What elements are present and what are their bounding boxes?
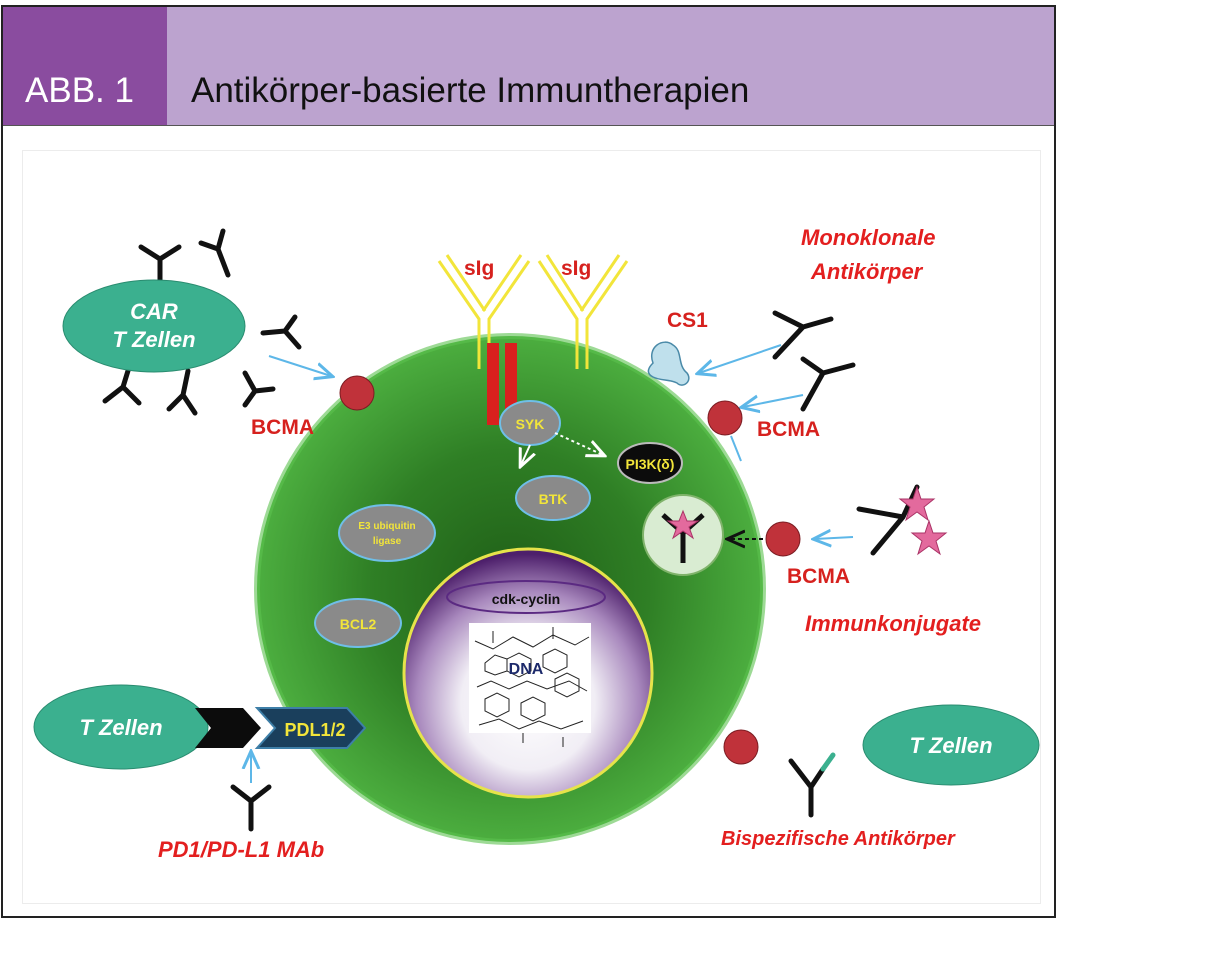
diagram-canvas: cdk-cyclin DNA bbox=[33, 225, 1040, 862]
btk-label: BTK bbox=[539, 491, 568, 507]
bcma-label-right-top: BCMA bbox=[757, 418, 820, 441]
bcma-top-arrow bbox=[743, 394, 804, 407]
e3-label-line1: E3 ubiquitin bbox=[358, 521, 415, 532]
car-t-arrow bbox=[268, 355, 331, 376]
t-cell-left-label: T Zellen bbox=[79, 715, 162, 740]
diagram-panel: cdk-cyclin DNA bbox=[23, 151, 1040, 903]
t-cell-right bbox=[862, 704, 1040, 786]
bcma-label-right-mid: BCMA bbox=[787, 565, 850, 588]
figure-number: ABB. 1 bbox=[25, 71, 134, 110]
cs1-receptor bbox=[647, 341, 690, 386]
car-t-cell bbox=[62, 279, 246, 373]
bcma-label-left: BCMA bbox=[251, 416, 314, 439]
pd1-mab-antibody bbox=[230, 784, 272, 832]
header-divider bbox=[3, 125, 1054, 126]
figure-number-box: ABB. 1 bbox=[3, 7, 167, 125]
e3-label-line2: ligase bbox=[373, 536, 402, 547]
t-cell-left bbox=[33, 684, 209, 770]
pdl-label: PDL1/2 bbox=[284, 720, 345, 740]
immunoconjugate-arrow bbox=[815, 537, 854, 539]
cd79a-bar bbox=[487, 343, 499, 425]
pi3k-node bbox=[617, 442, 683, 484]
toxin-star-1 bbox=[898, 485, 936, 522]
dna-structure bbox=[469, 623, 591, 747]
syk-label: SYK bbox=[516, 416, 545, 432]
syk-pi3k-arrow bbox=[554, 432, 603, 455]
cs1-label: CS1 bbox=[667, 309, 708, 332]
monoclonal-antibodies bbox=[772, 310, 856, 412]
bcma-receptor-right-top bbox=[707, 400, 743, 436]
pdl-ligand bbox=[254, 707, 367, 749]
car-t-label-line1: CAR bbox=[130, 299, 178, 324]
pi3k-label: PI3K(δ) bbox=[626, 456, 675, 472]
car-t-label-line2: T Zellen bbox=[112, 327, 195, 352]
sig-receptor-right bbox=[537, 254, 629, 369]
figure-title-box: Antikörper-basierte Immuntherapien bbox=[167, 7, 1054, 125]
figure-frame: ABB. 1 Antikörper-basierte Immuntherapie… bbox=[1, 5, 1056, 918]
e3-ligase-node bbox=[338, 504, 436, 562]
monoclonal-label-line1: Monoklonale bbox=[801, 225, 935, 250]
pd1-mab-label: PD1/PD-L1 MAb bbox=[158, 837, 324, 862]
t-cell-right-label: T Zellen bbox=[909, 733, 992, 758]
toxin-star-2 bbox=[910, 519, 948, 556]
pd1-receptor bbox=[195, 708, 261, 748]
sig-receptor-left bbox=[437, 254, 531, 369]
bispecific-antibody bbox=[788, 752, 836, 818]
bcma-receptor-bottom bbox=[723, 729, 759, 765]
dna-label: DNA bbox=[509, 661, 544, 678]
immunoconjugate-antibody bbox=[856, 484, 920, 556]
syk-btk-arrow bbox=[521, 444, 530, 465]
bcl2-label: BCL2 bbox=[340, 616, 377, 632]
cs1-arrow bbox=[699, 344, 782, 373]
monoclonal-label-line2: Antikörper bbox=[810, 259, 924, 284]
cdk-cyclin-label: cdk-cyclin bbox=[492, 591, 560, 607]
bcma-receptor-left bbox=[339, 375, 375, 411]
bcl2-node bbox=[314, 598, 402, 648]
bcma-receptor-right-mid bbox=[765, 521, 801, 557]
figure-title: Antikörper-basierte Immuntherapien bbox=[191, 71, 750, 110]
car-t-antibodies bbox=[102, 228, 302, 416]
immunoconjugate-label: Immunkonjugate bbox=[805, 611, 981, 636]
btk-node bbox=[515, 475, 591, 521]
cdk-cyclin-ring bbox=[446, 580, 606, 614]
sig-label-left: sIg bbox=[464, 257, 494, 280]
sig-label-right: sIg bbox=[561, 257, 591, 280]
bispecific-label: Bispezifische Antikörper bbox=[721, 828, 956, 850]
